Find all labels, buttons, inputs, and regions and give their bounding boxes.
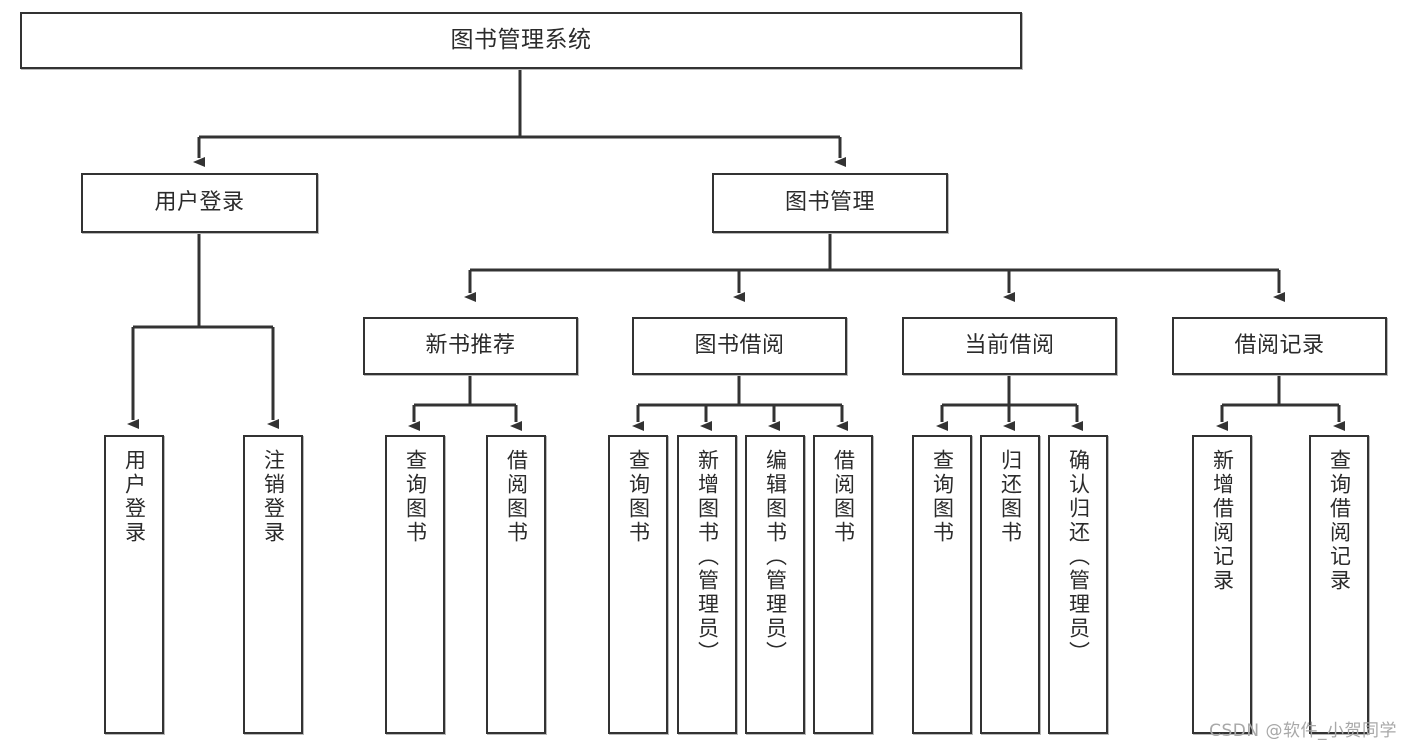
node-leaf-add-book-label: 新增图书（管理员） — [695, 449, 720, 665]
node-leaf-return-book[interactable]: 归还图书 — [980, 435, 1040, 734]
node-current-borrow[interactable]: 当前借阅 — [902, 317, 1117, 375]
node-leaf-logout-label: 注销登录 — [261, 449, 286, 545]
node-leaf-add-record-label: 新增借阅记录 — [1210, 449, 1235, 593]
node-leaf-edit-book-label: 编辑图书（管理员） — [763, 449, 788, 665]
node-book-manage[interactable]: 图书管理 — [712, 173, 948, 233]
node-book-manage-label: 图书管理 — [784, 190, 875, 216]
node-user-login[interactable]: 用户登录 — [81, 173, 318, 233]
node-book-borrow-label: 图书借阅 — [694, 333, 785, 359]
node-leaf-query-book-3[interactable]: 查询图书 — [912, 435, 972, 734]
node-current-borrow-label: 当前借阅 — [964, 333, 1055, 359]
watermark: CSDN @软件_小贺同学 — [1209, 721, 1397, 741]
node-leaf-query-book-2[interactable]: 查询图书 — [608, 435, 668, 734]
node-leaf-borrow-book-1-label: 借阅图书 — [504, 449, 529, 545]
node-root-label: 图书管理系统 — [450, 26, 592, 53]
node-borrow-record[interactable]: 借阅记录 — [1172, 317, 1387, 375]
node-leaf-user-login[interactable]: 用户登录 — [104, 435, 164, 734]
node-leaf-return-book-label: 归还图书 — [998, 449, 1023, 545]
node-book-borrow[interactable]: 图书借阅 — [632, 317, 847, 375]
node-new-book-rec[interactable]: 新书推荐 — [363, 317, 578, 375]
node-leaf-query-record[interactable]: 查询借阅记录 — [1309, 435, 1369, 734]
node-borrow-record-label: 借阅记录 — [1234, 333, 1325, 359]
node-user-login-label: 用户登录 — [154, 190, 245, 216]
node-leaf-query-record-label: 查询借阅记录 — [1327, 449, 1352, 593]
node-leaf-query-book-3-label: 查询图书 — [930, 449, 955, 545]
node-leaf-edit-book[interactable]: 编辑图书（管理员） — [745, 435, 805, 734]
node-leaf-add-book[interactable]: 新增图书（管理员） — [677, 435, 737, 734]
node-leaf-borrow-book-2[interactable]: 借阅图书 — [813, 435, 873, 734]
node-leaf-logout[interactable]: 注销登录 — [243, 435, 303, 734]
node-leaf-confirm-return-label: 确认归还（管理员） — [1066, 449, 1091, 665]
node-leaf-borrow-book-1[interactable]: 借阅图书 — [486, 435, 546, 734]
node-leaf-borrow-book-2-label: 借阅图书 — [831, 449, 856, 545]
node-leaf-query-book-1[interactable]: 查询图书 — [385, 435, 445, 734]
node-leaf-query-book-2-label: 查询图书 — [626, 449, 651, 545]
node-leaf-confirm-return[interactable]: 确认归还（管理员） — [1048, 435, 1108, 734]
node-leaf-add-record[interactable]: 新增借阅记录 — [1192, 435, 1252, 734]
node-leaf-user-login-label: 用户登录 — [122, 449, 147, 545]
node-leaf-query-book-1-label: 查询图书 — [403, 449, 428, 545]
node-root[interactable]: 图书管理系统 — [20, 12, 1022, 69]
node-new-book-rec-label: 新书推荐 — [425, 333, 516, 359]
